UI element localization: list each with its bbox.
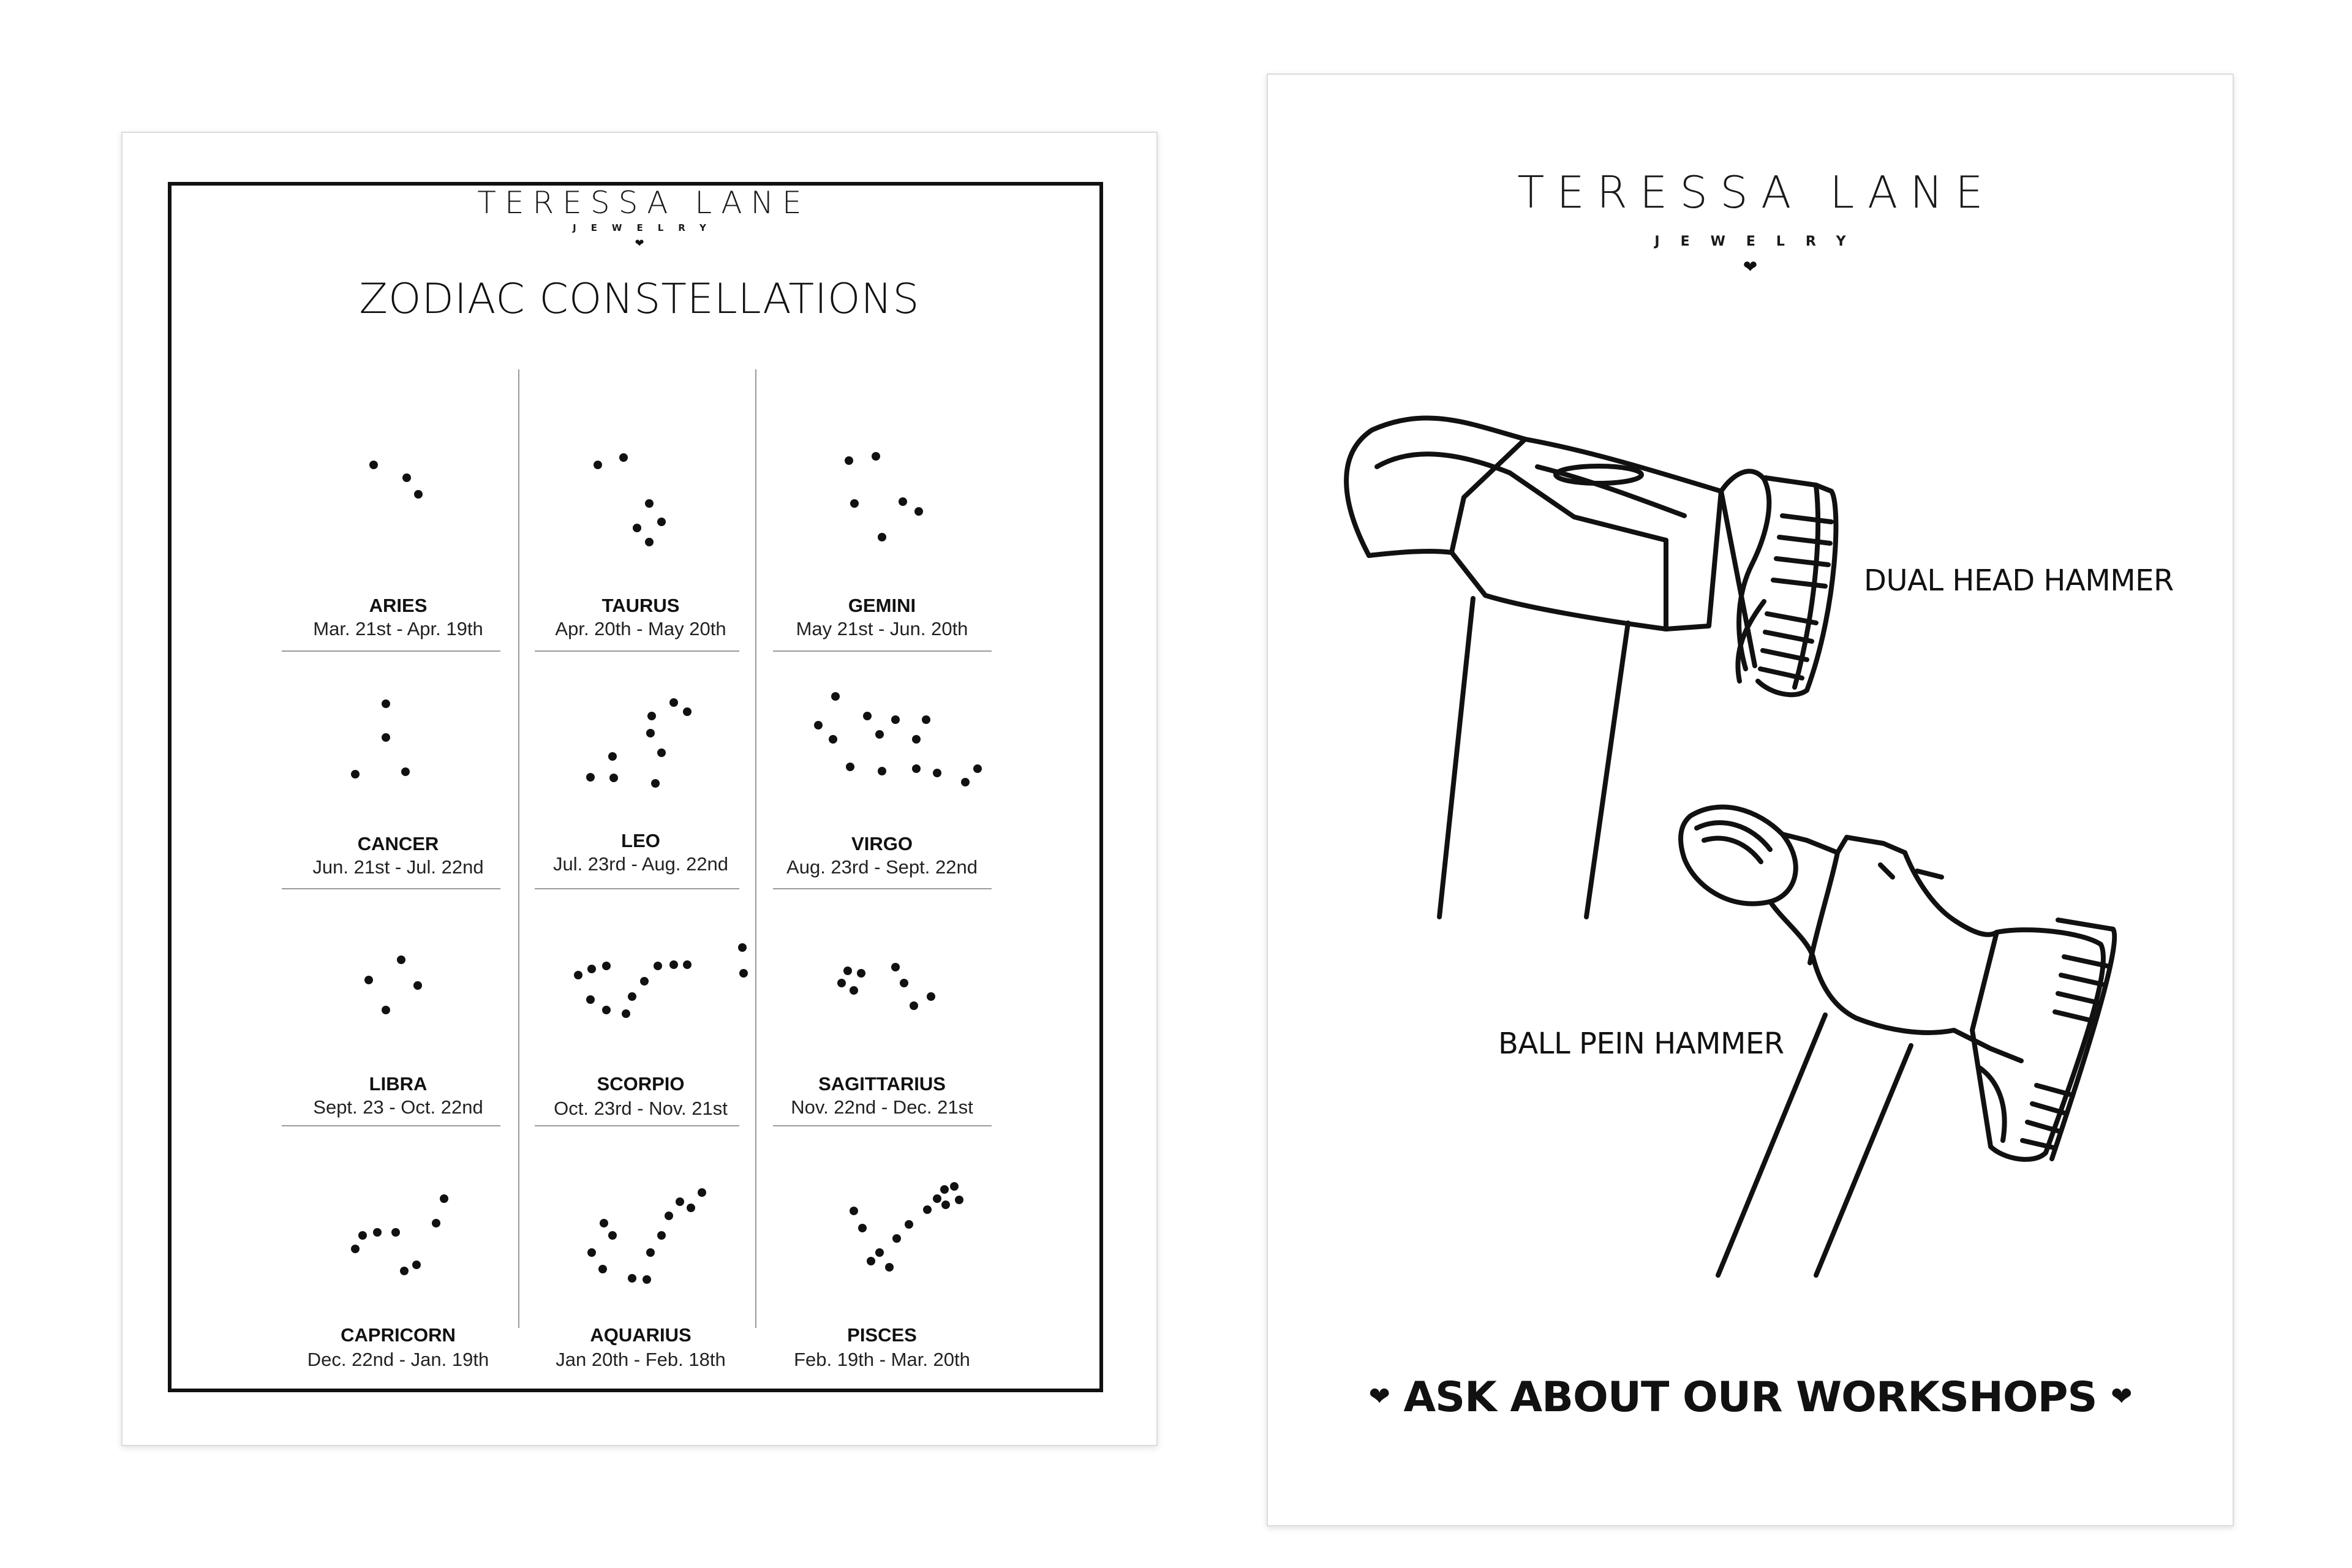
sign-dates-libra: Sept. 23 - Oct. 22nd [313, 1096, 483, 1118]
brand-subtitle: JEWELRY [1654, 234, 1867, 249]
libra-constellation-icon [364, 956, 422, 1014]
brand-name: TERESSA LANE [1517, 167, 1996, 218]
sign-name-gemini: GEMINI [848, 595, 916, 616]
sign-name-sagittarius: SAGITTARIUS [818, 1073, 946, 1095]
sign-dates-leo: Jul. 23rd - Aug. 22nd [552, 853, 729, 875]
zodiac-poster: TERESSA LANE JEWELRY ❤ ZODIAC CONSTELLAT… [121, 132, 1158, 1446]
leo-constellation-icon [586, 698, 692, 788]
grid-divider-horizontal [773, 1125, 992, 1126]
pisces-constellation-icon [850, 1182, 963, 1272]
grid-divider-horizontal [773, 888, 992, 889]
heart-icon: ❤ [2111, 1381, 2132, 1411]
taurus-constellation-icon [594, 453, 666, 546]
capricorn-constellation-icon [351, 1194, 448, 1275]
grid-divider-horizontal [282, 650, 500, 652]
sign-name-pisces: PISCES [847, 1324, 917, 1346]
sign-name-aquarius: AQUARIUS [590, 1324, 692, 1346]
heart-icon: ❤ [1368, 1381, 1390, 1411]
sagittarius-constellation-icon [837, 963, 935, 1010]
sign-dates-scorpio: Oct. 23rd - Nov. 21st [554, 1098, 728, 1119]
sign-name-scorpio: SCORPIO [597, 1073, 685, 1095]
poster-title: ZODIAC CONSTELLATIONS [359, 275, 920, 323]
grid-divider-horizontal [773, 650, 992, 652]
grid-divider-horizontal [535, 1125, 739, 1126]
ball-pein-hammer-icon [1678, 804, 2117, 1278]
sign-dates-cancer: Jun. 21st - Jul. 22nd [312, 856, 484, 878]
sign-name-cancer: CANCER [357, 833, 439, 854]
ball-pein-hammer-label: BALL PEIN HAMMER [1498, 1027, 1784, 1061]
sign-name-capricorn: CAPRICORN [341, 1324, 456, 1346]
brand-name: TERESSA LANE [477, 185, 810, 221]
sign-name-leo: LEO [621, 830, 660, 851]
heart-icon: ❤ [635, 237, 644, 250]
dual-head-hammer-label: DUAL HEAD HAMMER [1864, 564, 2174, 598]
sign-dates-taurus: Apr. 20th - May 20th [555, 618, 726, 639]
virgo-constellation-icon [814, 692, 982, 786]
grid-divider-vertical [755, 369, 756, 1328]
aries-constellation-icon [369, 461, 423, 499]
aquarius-constellation-icon [587, 1188, 706, 1284]
zodiac-poster-frame [168, 182, 1103, 1392]
scorpio-constellation-icon [574, 943, 748, 1018]
sign-dates-pisces: Feb. 19th - Mar. 20th [794, 1349, 970, 1370]
grid-divider-horizontal [535, 650, 739, 652]
sign-name-libra: LIBRA [369, 1073, 428, 1095]
workshop-poster: TERESSA LANE JEWELRY ❤ [1267, 74, 2234, 1526]
sign-dates-sagittarius: Nov. 22nd - Dec. 21st [791, 1096, 973, 1118]
sign-dates-virgo: Aug. 23rd - Sept. 22nd [786, 856, 978, 878]
sign-dates-gemini: May 21st - Jun. 20th [796, 618, 968, 639]
dual-head-hammer-icon [1344, 415, 1839, 919]
brand-subtitle: JEWELRY [573, 222, 721, 233]
constellation-illustrations [351, 452, 982, 1284]
grid-divider-horizontal [282, 888, 500, 889]
grid-divider-horizontal [282, 1125, 500, 1126]
gemini-constellation-icon [845, 452, 923, 541]
sign-dates-capricorn: Dec. 22nd - Jan. 19th [307, 1349, 489, 1370]
grid-divider-horizontal [535, 888, 739, 889]
heart-icon: ❤ [1743, 257, 1758, 277]
cancer-constellation-icon [351, 699, 410, 778]
sign-dates-aquarius: Jan 20th - Feb. 18th [556, 1349, 726, 1370]
sign-name-virgo: VIRGO [851, 833, 913, 854]
sign-name-aries: ARIES [369, 595, 428, 616]
grid-divider-vertical [518, 369, 519, 1328]
cta-text: ASK ABOUT OUR WORKSHOPS [1403, 1373, 2098, 1422]
sign-name-taurus: TAURUS [601, 595, 680, 616]
workshop-call-to-action: ❤ ASK ABOUT OUR WORKSHOPS ❤ [1268, 1373, 2233, 1422]
sign-dates-aries: Mar. 21st - Apr. 19th [313, 618, 483, 639]
hammer-illustrations [1344, 415, 2117, 1278]
